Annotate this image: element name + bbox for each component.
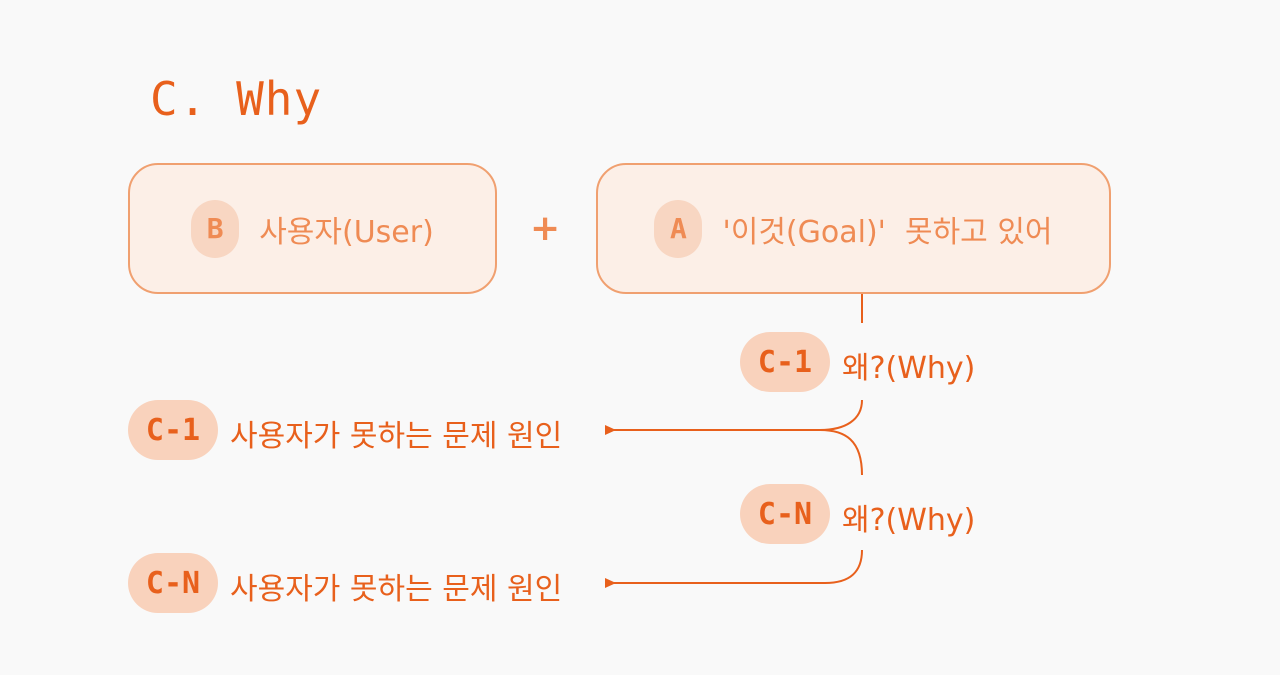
- cause-1-label: 사용자가 못하는 문제 원인: [230, 419, 563, 454]
- cause-n-label: 사용자가 못하는 문제 원인: [230, 572, 563, 607]
- goal-box: A '이것(Goal)' 못하고 있어: [596, 163, 1111, 294]
- plus-sign: +: [530, 208, 561, 249]
- goal-box-text: '이것(Goal)' 못하고 있어: [722, 214, 1053, 250]
- arrow-to-cause-n: [605, 549, 863, 588]
- cause-1-tag: C-1: [128, 400, 218, 460]
- user-box-text: 사용자(User): [259, 214, 434, 250]
- user-box: B 사용자(User): [128, 163, 497, 294]
- diagram-title: C. Why: [150, 72, 323, 126]
- why-n-label: 왜?(Why): [842, 503, 976, 538]
- why-1-tag: C-1: [740, 332, 830, 392]
- why-1-brace: [819, 399, 863, 476]
- why-1-label: 왜?(Why): [842, 351, 976, 386]
- cause-n-tag: C-N: [128, 553, 218, 613]
- badge-b: B: [191, 199, 240, 258]
- why-n-tag: C-N: [740, 484, 830, 544]
- badge-a: A: [654, 199, 703, 258]
